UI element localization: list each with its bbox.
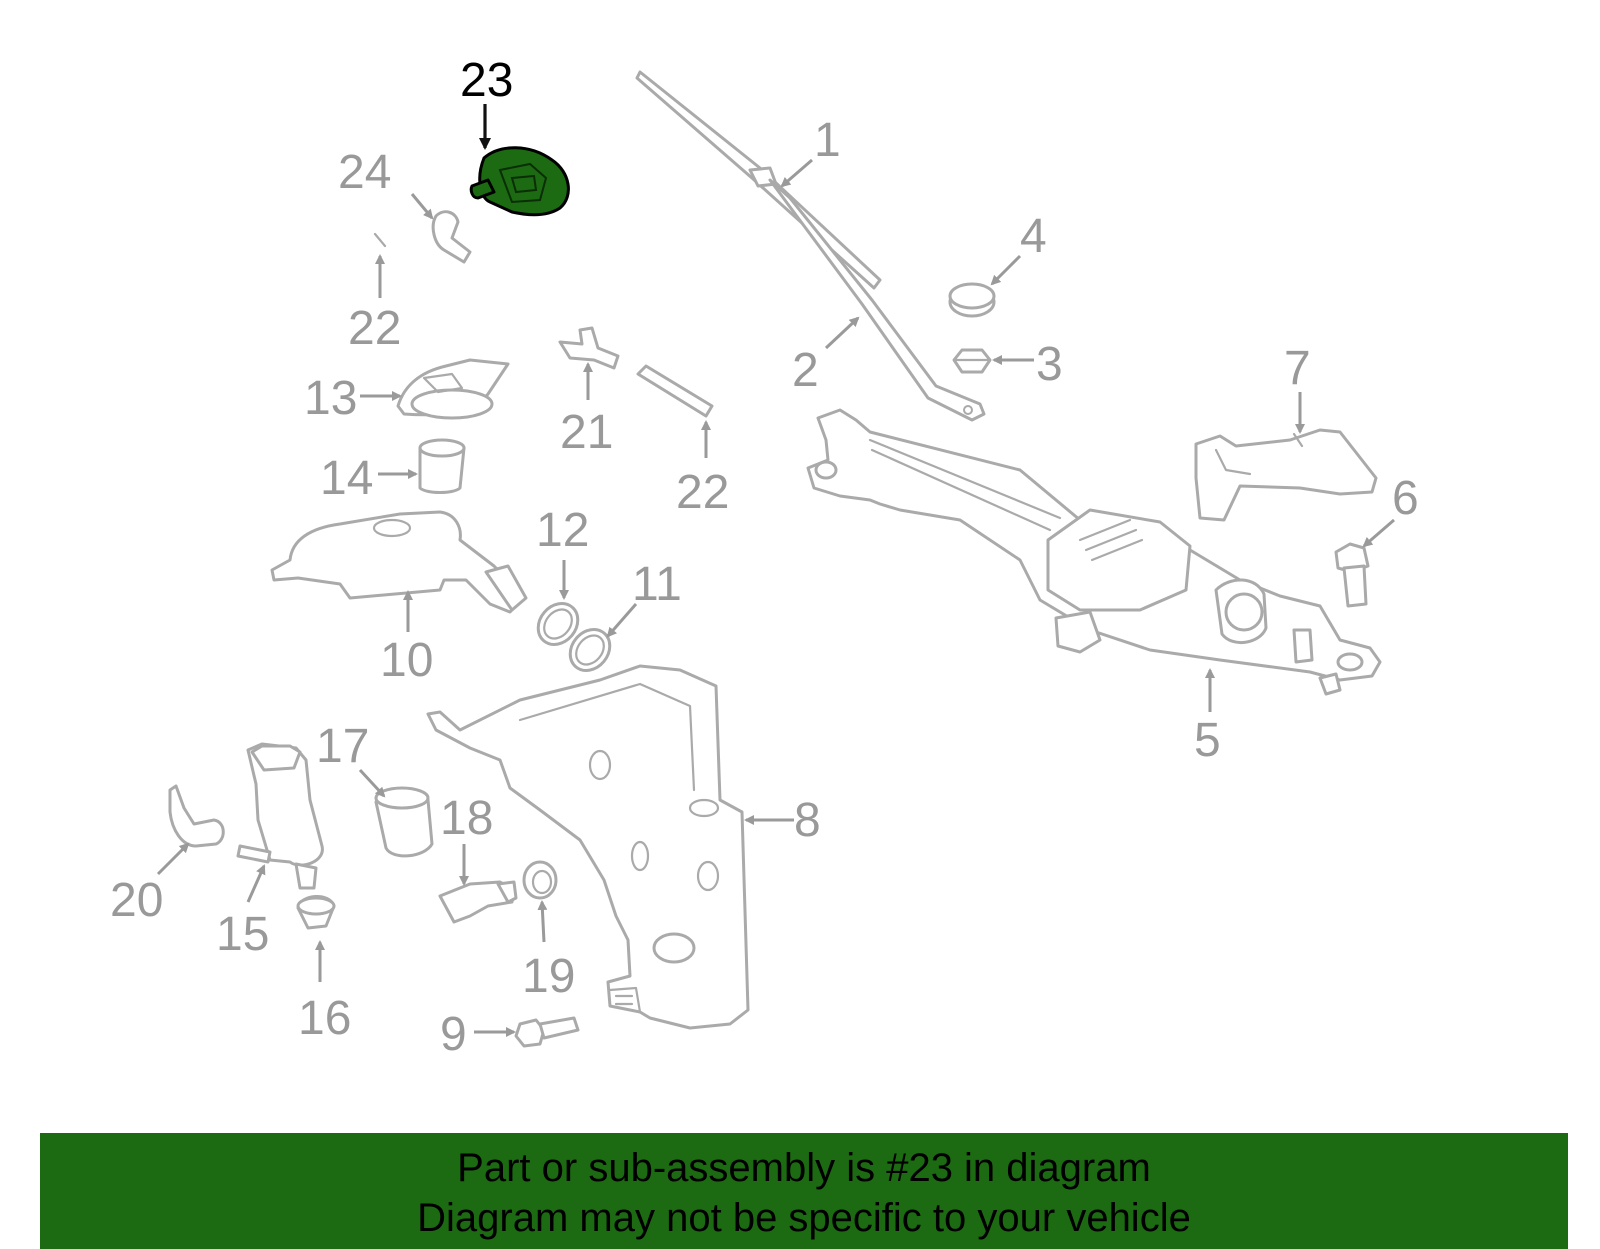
callout-21: 21: [560, 406, 613, 459]
callout-16: 16: [298, 992, 351, 1045]
part-14-filler-neck: [418, 438, 466, 494]
part-10-reservoir-upper: [270, 510, 528, 614]
callout-13: 13: [304, 372, 357, 425]
callout-10: 10: [380, 634, 433, 687]
part-6-bolt: [1334, 542, 1370, 608]
part-18-level-sensor: [438, 880, 518, 924]
part-11-seal-ring: [568, 628, 612, 672]
arrow-19: [537, 900, 548, 943]
part-9-bolt: [514, 1016, 580, 1048]
part-17-grommet: [374, 786, 434, 858]
banner-line-disclaimer: Diagram may not be specific to your vehi…: [417, 1196, 1191, 1240]
banner-line-part-number: Part or sub-assembly is #23 in diagram: [457, 1146, 1151, 1190]
callout-9: 9: [440, 1008, 467, 1061]
part-15-washer-pump: [236, 742, 324, 890]
arrow-1: [780, 158, 813, 188]
callout-11: 11: [632, 558, 682, 611]
part-16-grommet: [296, 895, 336, 930]
callout-4: 4: [1020, 210, 1047, 263]
part-7-bracket: [1194, 428, 1378, 522]
part-13-filler-cap: [396, 358, 510, 420]
part-1-wiper-blade: [635, 70, 882, 290]
callout-20: 20: [110, 874, 163, 927]
part-12-seal-ring: [536, 602, 580, 646]
callout-22-lower: 22: [676, 466, 729, 519]
arrow-4: [990, 254, 1022, 286]
part-20-hose-elbow: [168, 784, 225, 848]
part-8-washer-reservoir: [426, 664, 750, 1030]
arrow-17: [358, 768, 386, 798]
part-23-washer-nozzle-highlighted: [469, 146, 570, 217]
arrow-2: [824, 316, 860, 350]
part-19-grommet: [522, 860, 558, 900]
part-5-wiper-linkage-motor: [806, 408, 1382, 696]
part-2-wiper-arm: [768, 178, 986, 422]
callout-24: 24: [338, 146, 391, 199]
info-banner: Part or sub-assembly is #23 in diagram D…: [40, 1133, 1568, 1249]
arrow-24: [410, 193, 434, 220]
callout-labels: 23 24 22 1 2 4 3 21 22 13 14 10 12 11 7 …: [110, 54, 1419, 1061]
arrow-15: [246, 864, 266, 903]
part-3-nut: [952, 348, 992, 374]
callout-8: 8: [794, 794, 821, 847]
callout-18: 18: [440, 792, 493, 845]
arrow-6: [1362, 518, 1395, 548]
callout-1: 1: [814, 114, 841, 167]
callout-3: 3: [1036, 338, 1063, 391]
part-4-cap: [948, 282, 996, 318]
callout-6: 6: [1392, 472, 1419, 525]
part-22-washer-hose-lower: [636, 364, 714, 418]
callout-5: 5: [1194, 714, 1221, 767]
part-22-washer-hose-upper: [196, 100, 562, 344]
callout-23: 23: [460, 54, 513, 107]
callout-19: 19: [522, 950, 575, 1003]
arrow-11: [606, 603, 638, 638]
callout-12: 12: [536, 504, 589, 557]
callout-17: 17: [316, 720, 369, 773]
arrow-20: [156, 842, 190, 876]
callout-2: 2: [792, 344, 819, 397]
callout-15: 15: [216, 908, 269, 961]
part-21-t-connector: [558, 326, 620, 370]
callout-7: 7: [1284, 342, 1311, 395]
callout-22-upper: 22: [348, 302, 401, 355]
callout-14: 14: [320, 452, 373, 505]
part-24-elbow-connector: [431, 210, 472, 264]
leader-arrows: [156, 104, 1395, 1037]
